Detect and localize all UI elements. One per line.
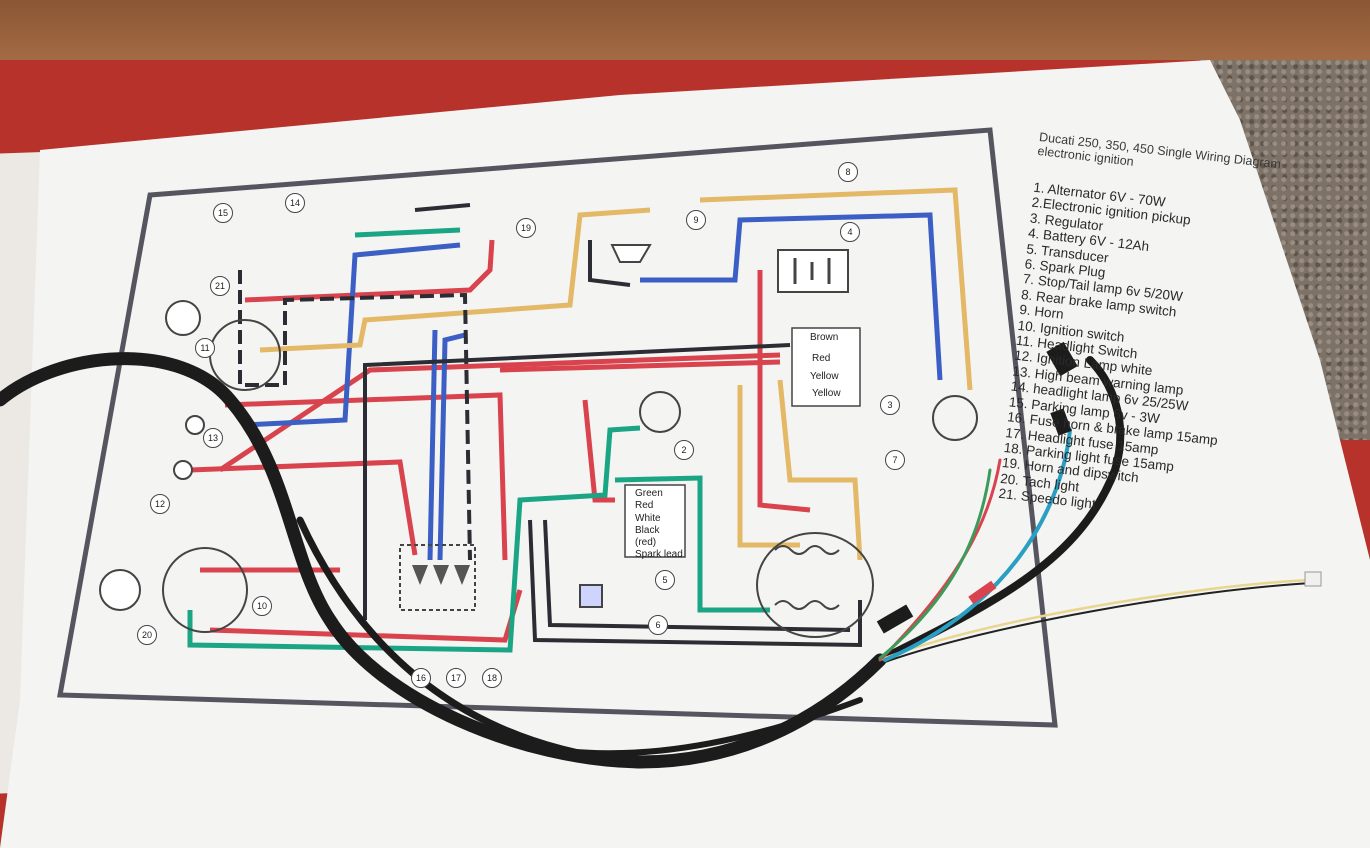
callout-12: 12	[150, 494, 170, 514]
transducer-label-spark-lead: Spark lead	[635, 549, 683, 560]
callout-11: 11	[195, 338, 215, 358]
transducer-label-red-paren: (red)	[635, 537, 657, 548]
horn-symbol	[610, 244, 652, 263]
callout-18: 18	[482, 668, 502, 688]
battery-symbol	[777, 249, 849, 293]
transducer-label-red: Red	[635, 500, 654, 511]
transducer-box	[624, 484, 686, 558]
transducer-label-green: Green	[635, 488, 663, 499]
ignition-switch-symbol	[162, 547, 248, 633]
callout-14: 14	[285, 193, 305, 213]
wiring-harness	[0, 341, 1322, 769]
alternator-symbol	[756, 532, 874, 638]
regulator-label-red: Red	[812, 353, 831, 364]
spark-plug-symbol	[579, 584, 603, 608]
pickup-coil-symbol	[639, 391, 681, 433]
callout-9: 9	[686, 210, 706, 230]
regulator-label-yellow-2: Yellow	[812, 388, 841, 399]
callout-17: 17	[446, 668, 466, 688]
callout-16: 16	[411, 668, 431, 688]
callout-15: 15	[213, 203, 233, 223]
callout-4: 4	[840, 222, 860, 242]
lamp-symbols	[99, 300, 978, 611]
callout-10: 10	[252, 596, 272, 616]
regulator-label-brown: Brown	[810, 332, 839, 343]
black-wires	[238, 203, 862, 648]
transducer-label-white: White	[635, 513, 661, 524]
callout-19: 19	[516, 218, 536, 238]
callout-20: 20	[137, 625, 157, 645]
regulator-label-yellow-1: Yellow	[810, 371, 839, 382]
callout-8: 8	[838, 162, 858, 182]
diagram-legend: Ducati 250, 350, 450 Single Wiring Diagr…	[998, 130, 1328, 534]
callout-3: 3	[880, 395, 900, 415]
callout-21: 21	[210, 276, 230, 296]
transducer-label-black: Black	[635, 525, 660, 536]
diagram-frame	[57, 127, 1058, 728]
callout-7: 7	[885, 450, 905, 470]
callout-2: 2	[674, 440, 694, 460]
blue-wires	[244, 212, 943, 561]
callout-5: 5	[655, 570, 675, 590]
green-wires	[187, 227, 770, 653]
yellow-wires	[259, 187, 973, 561]
fuse-block	[399, 544, 476, 611]
regulator-box	[791, 327, 861, 407]
callout-6: 6	[648, 615, 668, 635]
callout-13: 13	[203, 428, 223, 448]
